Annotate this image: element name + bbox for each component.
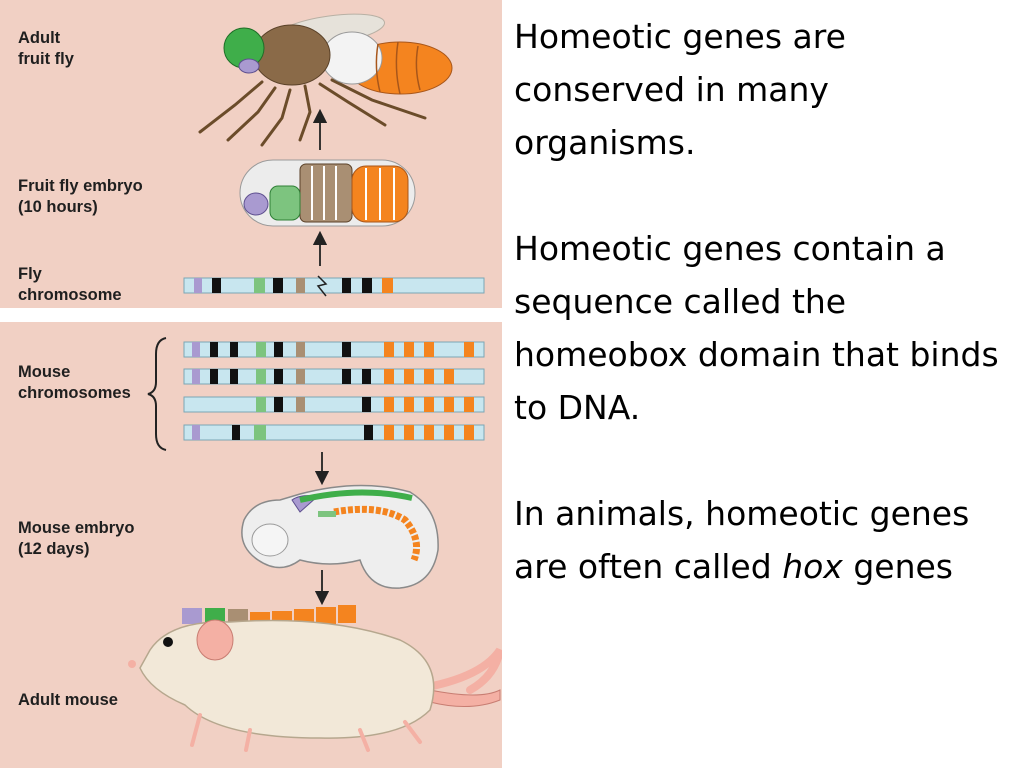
adult-fly-illustration bbox=[198, 13, 453, 147]
mouse-chromosome-1 bbox=[183, 341, 485, 358]
adult-mouse-illustration bbox=[128, 619, 502, 752]
mouse-chromosome-2 bbox=[183, 368, 485, 385]
label-mouse-embryo: Mouse embryo (12 days) bbox=[18, 519, 135, 558]
hox-text-after: genes bbox=[842, 547, 953, 586]
label-fly-chromosome: Fly chromosome bbox=[18, 265, 122, 304]
label-mouse-chromosomes: Mouse chromosomes bbox=[18, 363, 131, 402]
paragraph-hox-genes: In animals, homeotic genes are often cal… bbox=[514, 487, 1019, 593]
homeotic-gene-figure: Adult fruit fly Fruit fly embryo (10 hou… bbox=[0, 0, 502, 768]
figure-drawing bbox=[128, 13, 502, 752]
fly-chromosome bbox=[183, 275, 485, 297]
mouse-chromosome-3 bbox=[183, 396, 485, 413]
paragraph-homeobox: Homeotic genes contain a sequence called… bbox=[514, 229, 999, 427]
mouse-chromosome-4 bbox=[183, 424, 485, 441]
paragraph-conserved: Homeotic genes are conserved in many org… bbox=[514, 17, 846, 162]
label-adult-fruit-fly: Adult fruit fly bbox=[18, 29, 74, 68]
label-adult-mouse: Adult mouse bbox=[18, 691, 118, 709]
mouse-embryo-illustration bbox=[241, 484, 439, 589]
divider-band bbox=[0, 308, 502, 322]
hox-text-before: In animals, homeotic genes are often cal… bbox=[514, 494, 970, 586]
fly-embryo-illustration bbox=[239, 159, 416, 227]
chromosome-brace bbox=[147, 337, 167, 451]
hox-term: hox bbox=[782, 547, 843, 586]
label-fruit-fly-embryo: Fruit fly embryo (10 hours) bbox=[18, 177, 143, 216]
text-panel: Homeotic genes are conserved in many org… bbox=[514, 10, 1019, 593]
